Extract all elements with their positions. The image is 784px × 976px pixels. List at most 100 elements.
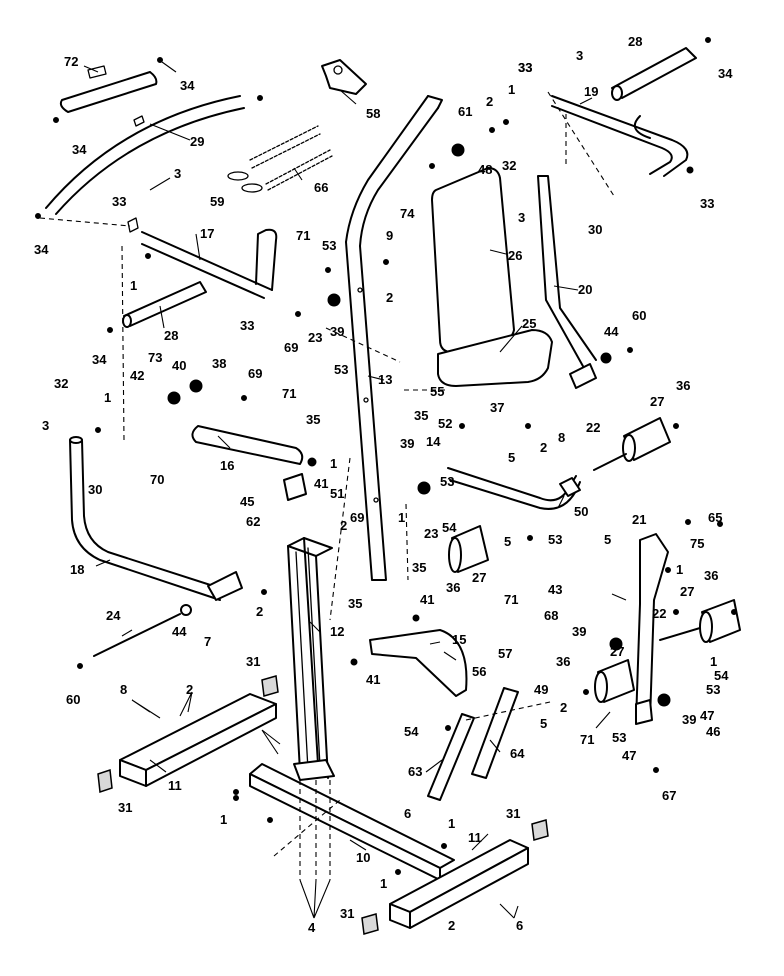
callout-17: 17 <box>200 226 214 241</box>
callout-40: 40 <box>172 358 186 373</box>
callout-4: 4 <box>308 920 316 935</box>
callout-72: 72 <box>64 54 78 69</box>
callout-32: 32 <box>502 158 516 173</box>
main-upright-13 <box>345 95 443 581</box>
callout-23: 23 <box>308 330 322 345</box>
callout-18: 18 <box>70 562 84 577</box>
callout-53: 53 <box>612 730 626 745</box>
callout-31: 31 <box>246 654 260 669</box>
callout-34: 34 <box>718 66 733 81</box>
callout-36: 36 <box>704 568 718 583</box>
callout-8: 8 <box>558 430 565 445</box>
base-frame-10 <box>249 763 455 881</box>
callout-22: 22 <box>586 420 600 435</box>
callout-23: 23 <box>424 526 438 541</box>
callout-71: 71 <box>504 592 518 607</box>
right-arm-21 <box>635 533 669 725</box>
link-63 <box>427 713 475 801</box>
callout-68: 68 <box>544 608 558 623</box>
callout-24: 24 <box>106 608 121 623</box>
callout-42: 42 <box>130 368 144 383</box>
hardware-fasteners <box>35 37 737 875</box>
callout-20: 20 <box>578 282 592 297</box>
pulley-plate-15 <box>369 629 468 697</box>
callout-31: 31 <box>118 800 132 815</box>
foam-roller-27-lower <box>448 525 489 573</box>
callout-1: 1 <box>676 562 683 577</box>
callout-69: 69 <box>350 510 364 525</box>
rod-24 <box>93 604 192 657</box>
callout-5: 5 <box>508 450 515 465</box>
callout-63: 63 <box>408 764 422 779</box>
callout-1: 1 <box>130 278 137 293</box>
callout-25: 25 <box>522 316 536 331</box>
callout-71: 71 <box>282 386 296 401</box>
callout-71: 71 <box>296 228 310 243</box>
callout-54: 54 <box>714 668 729 683</box>
callout-2: 2 <box>560 700 567 715</box>
leg-lever-50 <box>447 467 581 510</box>
callout-67: 67 <box>662 788 676 803</box>
callout-12: 12 <box>330 624 344 639</box>
bracket-45 <box>283 473 307 501</box>
callout-30: 30 <box>588 222 602 237</box>
link-64 <box>471 687 519 779</box>
triangle-handle-58 <box>321 59 367 95</box>
callout-34: 34 <box>180 78 195 93</box>
callout-75: 75 <box>690 536 704 551</box>
pivot-arm-16 <box>191 425 304 465</box>
base-frame-11-right <box>389 839 529 929</box>
callout-26: 26 <box>508 248 522 263</box>
callout-6: 6 <box>516 918 523 933</box>
end-caps-31 <box>97 675 549 935</box>
callout-27: 27 <box>472 570 486 585</box>
callout-49: 49 <box>534 682 548 697</box>
callout-15: 15 <box>452 632 466 647</box>
callout-35: 35 <box>348 596 362 611</box>
callout-27: 27 <box>610 644 624 659</box>
callout-39: 39 <box>682 712 696 727</box>
callout-44: 44 <box>172 624 187 639</box>
callout-34: 34 <box>72 142 87 157</box>
callout-38: 38 <box>212 356 226 371</box>
callout-3: 3 <box>42 418 49 433</box>
callout-33: 33 <box>240 318 254 333</box>
callout-47: 47 <box>622 748 636 763</box>
callout-2: 2 <box>340 518 347 533</box>
callout-1: 1 <box>710 654 717 669</box>
callout-1: 1 <box>380 876 387 891</box>
callout-60: 60 <box>66 692 80 707</box>
callout-74: 74 <box>400 206 415 221</box>
callout-1: 1 <box>330 456 337 471</box>
leader-lines <box>83 61 627 919</box>
callout-5: 5 <box>504 534 511 549</box>
callout-56: 56 <box>472 664 486 679</box>
callout-5: 5 <box>604 532 611 547</box>
callout-69: 69 <box>248 366 262 381</box>
callout-64: 64 <box>510 746 525 761</box>
callout-62: 62 <box>246 514 260 529</box>
callout-19: 19 <box>584 84 598 99</box>
callout-labels: 72 34 29 34 34 58 66 59 3 33 17 1 28 34 … <box>34 34 733 935</box>
chain-66 <box>249 125 333 191</box>
callout-55: 55 <box>430 384 444 399</box>
callout-5: 5 <box>540 716 547 731</box>
callout-1: 1 <box>508 82 515 97</box>
callout-58: 58 <box>366 106 380 121</box>
callout-3: 3 <box>174 166 181 181</box>
foam-roller-27-lower-right <box>594 659 635 703</box>
callout-47: 47 <box>700 708 714 723</box>
callout-30: 30 <box>88 482 102 497</box>
back-pad-26 <box>431 167 515 353</box>
rear-upright-20 <box>537 175 597 389</box>
assembly-lines <box>39 91 615 880</box>
callout-41: 41 <box>314 476 328 491</box>
callout-46: 46 <box>706 724 720 739</box>
callout-48: 48 <box>478 162 492 177</box>
callout-36: 36 <box>556 654 570 669</box>
callout-41: 41 <box>366 672 380 687</box>
callout-53: 53 <box>706 682 720 697</box>
callout-9: 9 <box>386 228 393 243</box>
callout-6: 6 <box>404 806 411 821</box>
